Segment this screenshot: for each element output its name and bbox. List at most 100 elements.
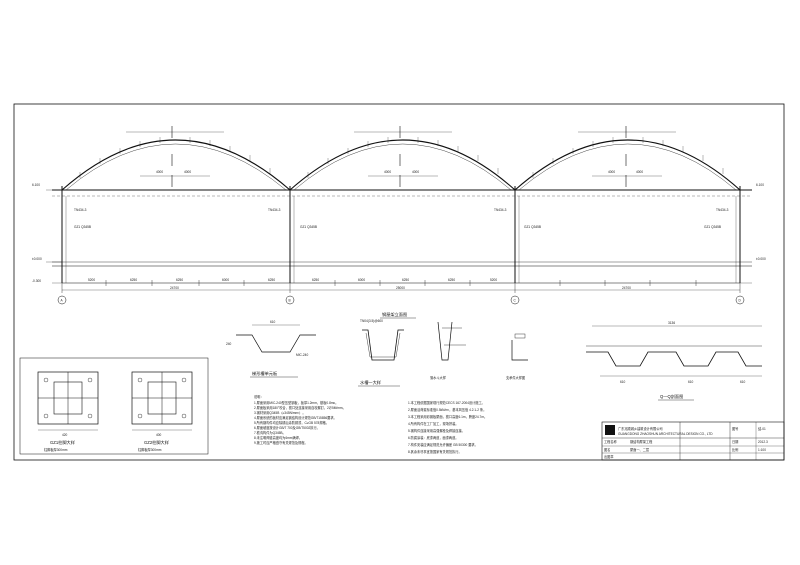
- axis-label-d: D: [739, 299, 742, 303]
- drawing-value: 屋面一、二层: [630, 447, 649, 452]
- arc-dim-right-3: 4000: [636, 170, 643, 174]
- span-dim-9: 6250: [448, 278, 455, 282]
- base-a-title: GZ1柱脚大样: [50, 439, 75, 446]
- section-dim-1: 610: [620, 380, 626, 384]
- column-base-details: 420 GZ1柱脚大样 柱脚板厚300mm 400 GZ2柱脚大样 柱脚板厚30…: [19, 357, 209, 455]
- section-qq: 3136 610 610 610 Q—Q剖面图: [586, 321, 762, 401]
- truss-label-3: TN434-3: [494, 208, 507, 212]
- span-dim-10: 5200: [490, 278, 497, 282]
- note-right-7: 7.构件安装应满足规范允许偏差 GB 50300 要求。: [408, 442, 478, 447]
- span-dim-6: 6250: [312, 278, 319, 282]
- column-label-3: GZ1 Q345B: [524, 225, 541, 229]
- sheet-border: [13, 103, 785, 461]
- arc-dim-right-2: 4000: [412, 170, 419, 174]
- span-dim-4: 6000: [222, 278, 229, 282]
- dimension-ticks: [61, 280, 741, 293]
- gutter-plate-title: 梯形槽单元板: [252, 370, 278, 377]
- note-right-4: 4.所有构件在工厂加工，现场拼装。: [408, 421, 458, 426]
- stamp-label: 出图章: [604, 454, 614, 459]
- span-dim-2: 6250: [130, 278, 137, 282]
- general-notes: 说明： 1.屋面采用MIC-240型压型钢板，板厚1.2mm，基板0.8mc。 …: [254, 394, 487, 454]
- company-name-en: GUANGDONG ZHAOSHUN ARCHITECTURAL DESIGN …: [618, 432, 713, 436]
- axis-label-b: B: [289, 299, 291, 303]
- company-name: 广东兆顺城乡建筑设计有限公司: [618, 426, 663, 431]
- arch-1: [61, 139, 291, 191]
- gutter-plate-detail: 610 240 MIC-240 梯形槽单元板: [226, 320, 316, 378]
- arc-dim-left-2: 4000: [384, 170, 391, 174]
- truss-elevation: 4000 4000 4000 4000 4000 4000 6.100 6.10…: [32, 126, 766, 319]
- bay-total-3: 24700: [622, 286, 631, 290]
- bay-total-2: 25000: [396, 286, 405, 290]
- sheet-label: 图号: [732, 426, 738, 431]
- note-right-8: 8.其余未尽事宜按国家有关规范执行。: [408, 449, 462, 454]
- scale-label: 比例: [732, 447, 738, 452]
- note-right-6: 6.防腐涂装：底漆两道，面漆两道。: [408, 435, 458, 440]
- span-dim-7: 6000: [358, 278, 365, 282]
- column-label-2: GZ1 Q345B: [300, 225, 317, 229]
- top-dimensions: [126, 131, 676, 177]
- gutter-detail: TN04(3.5)@600 水槽一大样: [358, 319, 404, 387]
- axis-bubbles: [57, 295, 745, 305]
- note-line-9: 9.施工时应严格遵守有关规范及规程。: [254, 440, 308, 445]
- note-right-3: 3.本工程采用彩钢板屋面，檐口高度6.1m，跨度24.7m。: [408, 414, 487, 419]
- date-label: 日期: [732, 439, 738, 444]
- note-line-3: 3.钢材采用Q345B（≥345N/mm²）。: [254, 410, 306, 415]
- drawing-label: 图名: [604, 447, 610, 452]
- level-top-right: 6.100: [756, 183, 764, 187]
- note-line-8: 8.未注明焊缝高度均为6mm满焊。: [254, 435, 302, 440]
- base-b-title: GZ2柱脚大样: [144, 439, 169, 446]
- note-line-7: 7.檐沟构件为Q345B。: [254, 430, 286, 435]
- span-dim-8: 6250: [402, 278, 409, 282]
- project-label: 工程名称: [604, 439, 618, 444]
- drain-detail: 落水斗大样: [430, 321, 466, 380]
- scale-value: 1:100: [758, 448, 766, 452]
- base-a-dim: 420: [62, 433, 68, 437]
- note-line-2: 2.屋面板采用180°咬合，檐口处连接采用自攻螺钉，2∅5M/mm。: [254, 405, 346, 410]
- gutter-title: 水槽一大样: [360, 379, 381, 386]
- section-cut-markers: [171, 126, 627, 187]
- title-block: 广东兆顺城乡建筑设计有限公司 GUANGDONG ZHAOSHUN ARCHIT…: [601, 421, 785, 461]
- axis-label-a: A: [61, 299, 64, 303]
- level-ground-left: ±0.000: [32, 257, 42, 261]
- base-b-note: 柱脚板厚300mm: [138, 447, 162, 452]
- note-right-1: 1.本工程依据国家现行规范CECS 167-2004设计施工。: [408, 400, 485, 405]
- gutter-note: TN04(3.5)@600: [360, 319, 383, 323]
- axis-label-c: C: [514, 299, 517, 303]
- base-a-note: 柱脚板厚300mm: [44, 447, 68, 452]
- company-logo: [605, 425, 615, 435]
- column-label-4: GZ1 Q345B: [704, 225, 721, 229]
- columns: [61, 186, 741, 283]
- gutter-plate-dim-width: 610: [270, 320, 276, 324]
- notes-heading: 说明：: [254, 394, 264, 399]
- note-line-5: 5.所有钢构件均应除锈后涂防锈漆，C≥GB 578规格。: [254, 420, 329, 425]
- section-dim-3: 610: [740, 380, 746, 384]
- truss-label-4: TN434-3: [716, 208, 729, 212]
- base-b-dim: 400: [156, 433, 162, 437]
- project-value: 钢结构屋架工程: [630, 439, 653, 444]
- truss-label-2: TN434-3: [268, 208, 281, 212]
- drain-title: 落水斗大样: [430, 375, 447, 380]
- note-right-5: 5.钢构件连接采用高强螺栓及焊接连接。: [408, 428, 465, 433]
- note-line-1: 1.屋面采用MIC-240型压型钢板，板厚1.2mm，基板0.8mc。: [254, 400, 338, 405]
- section-dim-2: 610: [688, 380, 694, 384]
- section-title: Q—Q剖面图: [660, 393, 683, 400]
- level-top-left: 6.100: [32, 183, 40, 187]
- gutter-plate-dim-depth: 240: [226, 342, 232, 346]
- span-dim-3: 6250: [176, 278, 183, 282]
- note-right-2: 2.屋面活荷载标准值0.5kN/m²，基本风压值 4.2.1-2 条。: [408, 407, 486, 412]
- elevation-title: 钢屋架立面图: [382, 311, 407, 318]
- arc-dim-left-3: 4000: [608, 170, 615, 174]
- arc-dim-right: 4000: [184, 170, 191, 174]
- bracket-detail: 支承件大样图: [506, 333, 528, 380]
- arch-2: [289, 139, 516, 191]
- truss-label-1: TN434-3: [74, 208, 87, 212]
- arc-dim-left: 4000: [156, 170, 163, 174]
- sheet-value: 结-01: [758, 426, 766, 431]
- span-dim-5: 6250: [268, 278, 275, 282]
- column-label-1: GZ1 Q345B: [74, 225, 91, 229]
- bay-total-1: 24700: [170, 286, 179, 290]
- span-dim-1: 5200: [88, 278, 95, 282]
- bracket-title: 支承件大样图: [506, 375, 525, 380]
- section-dim-total: 3136: [668, 321, 675, 325]
- level-base-left: -0.300: [32, 279, 41, 283]
